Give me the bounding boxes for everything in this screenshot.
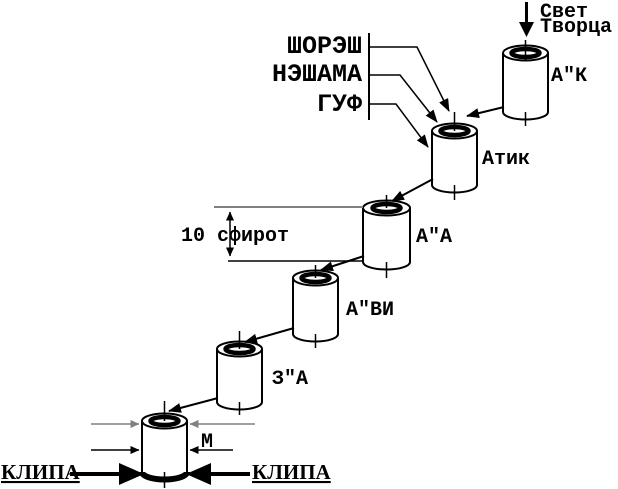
label-vessel-m: М: [201, 431, 213, 454]
vessel-atik: [431, 112, 478, 200]
klipa-left-arrowhead: [119, 463, 144, 485]
arrow-ak-to-atik: [466, 106, 505, 119]
klipa-block: КЛИПА КЛИПА: [1, 460, 332, 485]
label-vessel-za: З"А: [272, 368, 308, 391]
vessel-m: [139, 401, 190, 488]
label-vessel-aa: А"А: [416, 226, 452, 249]
vessel-aa: [362, 195, 411, 278]
arrow-neshama: [369, 74, 438, 123]
arrow-guf: [369, 103, 429, 148]
label-guf: ГУФ: [317, 90, 362, 119]
label-creator-light-1: Свет: [540, 1, 588, 24]
vessel-m-thick-bottom: [139, 471, 190, 483]
creator-light-arrowhead: [519, 22, 534, 37]
arrow-shoresh: [369, 46, 450, 112]
label-creator-light-2: Творца: [540, 16, 612, 39]
arrow-aa-to-avi: [320, 255, 365, 272]
label-vessel-atik: Атик: [482, 148, 530, 171]
cascade-arrows: [168, 106, 505, 413]
klipa-right-arrowhead: [186, 463, 211, 485]
label-sefirot: 10 сфирот: [181, 225, 289, 248]
vessel-avi: [292, 265, 339, 348]
label-neshama: НЭШАМА: [272, 60, 362, 89]
label-vessel-ak: А"К: [551, 65, 587, 88]
arrow-za-to-m: [168, 397, 219, 413]
sefirot-dimension: 10 сфирот: [181, 206, 363, 262]
label-klipa-right: КЛИПА: [252, 460, 332, 484]
arrow-avi-to-za: [244, 327, 295, 344]
arrow-atik-to-aa: [391, 178, 434, 202]
soul-labels-block: ШОРЭШ НЭШАМА ГУФ: [272, 32, 450, 148]
vessel-za: [216, 331, 263, 415]
label-klipa-left: КЛИПА: [1, 460, 81, 484]
creator-light-block: Свет Творца: [519, 1, 612, 61]
malchut-pressure-arrows: [91, 420, 255, 454]
label-vessel-avi: А"ВИ: [346, 299, 394, 322]
label-shoresh: ШОРЭШ: [287, 32, 362, 61]
